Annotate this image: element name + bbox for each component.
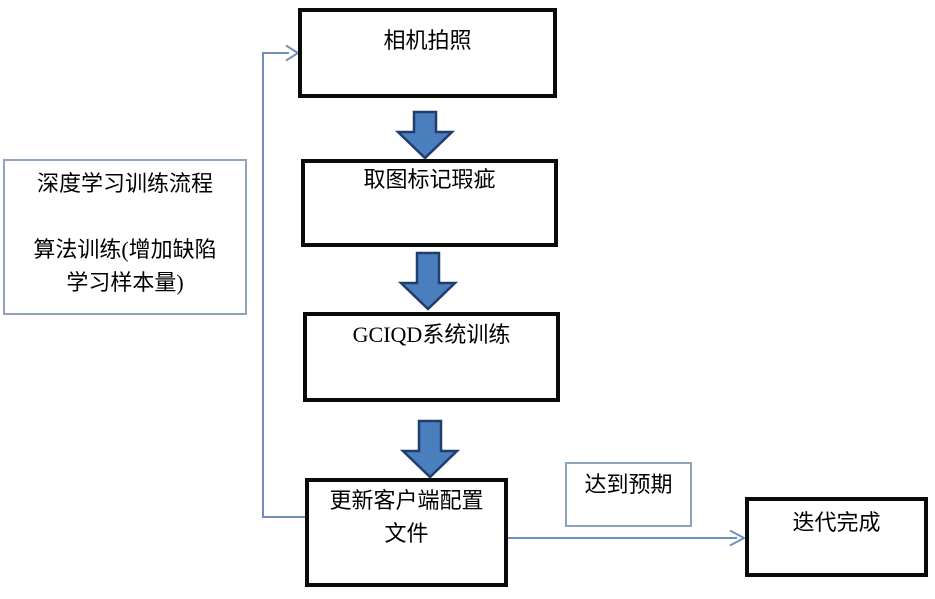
node-iteration-complete: 迭代完成 [745, 497, 928, 577]
down-arrow-icon [394, 110, 456, 160]
loop-connector-line [262, 52, 305, 518]
loop-connector-arrowhead-icon [285, 44, 300, 62]
node-camera-capture: 相机拍照 [298, 8, 557, 98]
down-arrow-icon [399, 419, 461, 479]
label-expectation-met: 达到预期 [565, 462, 692, 527]
done-connector-arrowhead-icon [729, 529, 747, 547]
node-update-client-config: 更新客户端配置 文件 [305, 478, 508, 587]
node-mark-defects: 取图标记瑕疵 [301, 159, 558, 247]
down-arrow-icon [397, 251, 459, 311]
node-gciqd-system-training: GCIQD系统训练 [303, 312, 560, 402]
note-deep-learning-process: 深度学习训练流程 算法训练(增加缺陷 学习样本量) [3, 159, 247, 315]
